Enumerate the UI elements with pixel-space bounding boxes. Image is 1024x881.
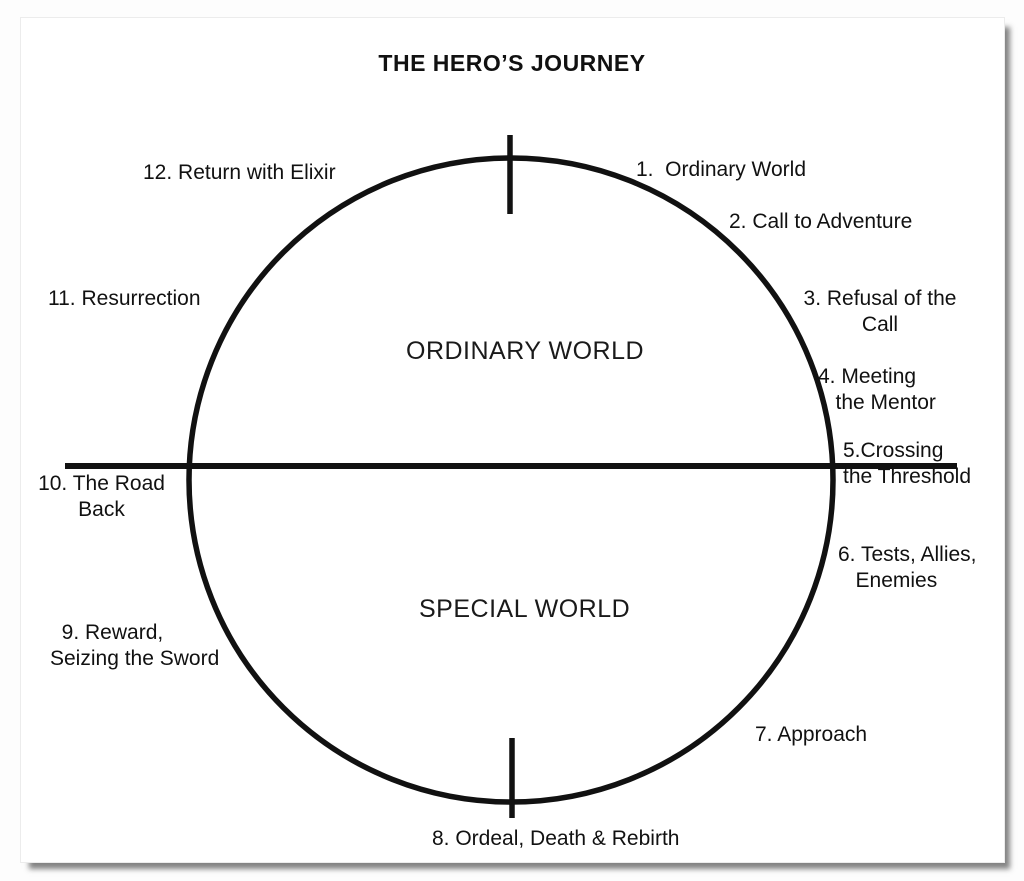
page-title: THE HERO’S JOURNEY [378,50,646,76]
stage-label-1: 1. Ordinary World [636,158,806,181]
stage-label-5: 5.Crossing the Threshold [843,439,972,488]
stage-label-11: 11. Resurrection [48,287,201,310]
stage-label-8: 8. Ordeal, Death & Rebirth [432,827,680,850]
stage-label-4: 4. Meeting the Mentor [818,365,936,414]
stage-label-3: 3. Refusal of the Call [803,287,957,336]
stage-label-6: 6. Tests, Allies, Enemies [838,543,977,592]
stage-label-7: 7. Approach [755,723,868,746]
journey-circle [186,155,836,805]
stage-label-9: 9. Reward, Seizing the Sword [50,621,220,670]
special-world-label: SPECIAL WORLD [419,595,631,623]
ordinary-world-label: ORDINARY WORLD [406,337,645,365]
stage-label-12: 12. Return with Elixir [143,161,336,184]
stage-label-2: 2. Call to Adventure [729,210,913,233]
stage-label-10: 10. The Road Back [38,472,165,521]
